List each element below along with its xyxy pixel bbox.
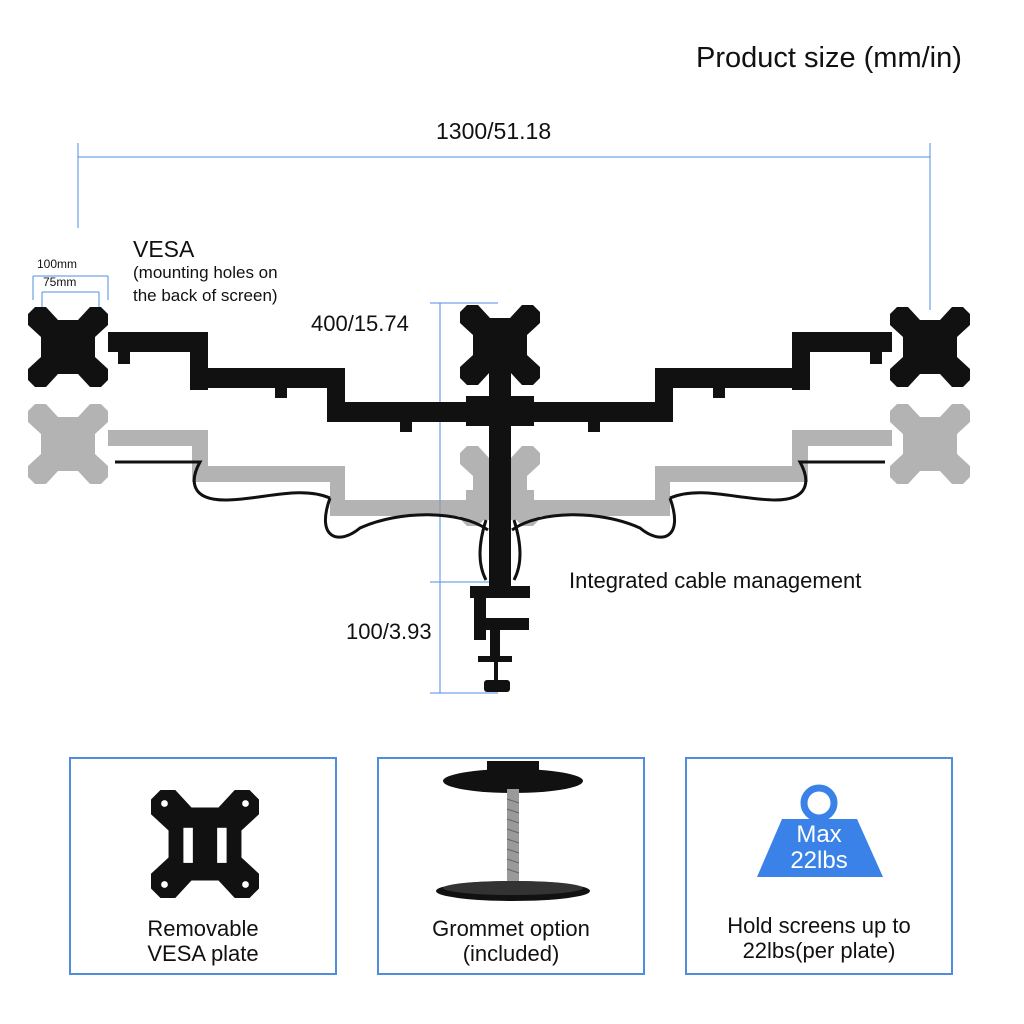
feature-panel-vesa-plate: Removable VESA plate <box>69 757 337 975</box>
vesa-outer-size-label: 100mm <box>37 257 78 271</box>
cable-management <box>115 460 885 581</box>
feature-panel-weight: Max 22lbs Hold screens up to 22lbs(per p… <box>685 757 953 975</box>
feature-caption-line2: (included) <box>462 941 560 966</box>
weight-badge-line1: Max <box>796 821 842 848</box>
feature-caption-line1: Hold screens up to <box>727 913 911 938</box>
main-arm-assembly <box>28 305 970 692</box>
vesa-inner-size-label: 75mm <box>43 275 77 289</box>
dimension-lines <box>32 143 931 694</box>
right-vesa-plate <box>890 307 970 387</box>
width-dimension-label: 1300/51.18 <box>436 118 552 144</box>
vesa-description-line2: the back of screen) <box>133 286 278 305</box>
feature-panel-grommet: Grommet option (included) <box>377 757 645 975</box>
height-dimension-label: 400/15.74 <box>311 311 409 336</box>
vesa-title: VESA <box>133 236 195 262</box>
cable-management-label: Integrated cable management <box>569 568 862 593</box>
vesa-plate-icon <box>151 790 259 898</box>
weight-icon <box>757 784 883 877</box>
vesa-description-line1: (mounting holes on <box>133 263 278 282</box>
left-vesa-plate <box>28 307 108 387</box>
clamp-dimension-label: 100/3.93 <box>346 619 432 644</box>
feature-caption-line2: VESA plate <box>147 941 259 966</box>
grommet-icon <box>436 761 590 901</box>
page-title: Product size (mm/in) <box>696 42 962 74</box>
weight-badge-line2: 22lbs <box>790 847 848 874</box>
feature-caption-line2: 22lbs(per plate) <box>742 938 896 963</box>
feature-caption-line1: Grommet option <box>432 916 590 941</box>
feature-caption-line1: Removable <box>147 916 259 941</box>
